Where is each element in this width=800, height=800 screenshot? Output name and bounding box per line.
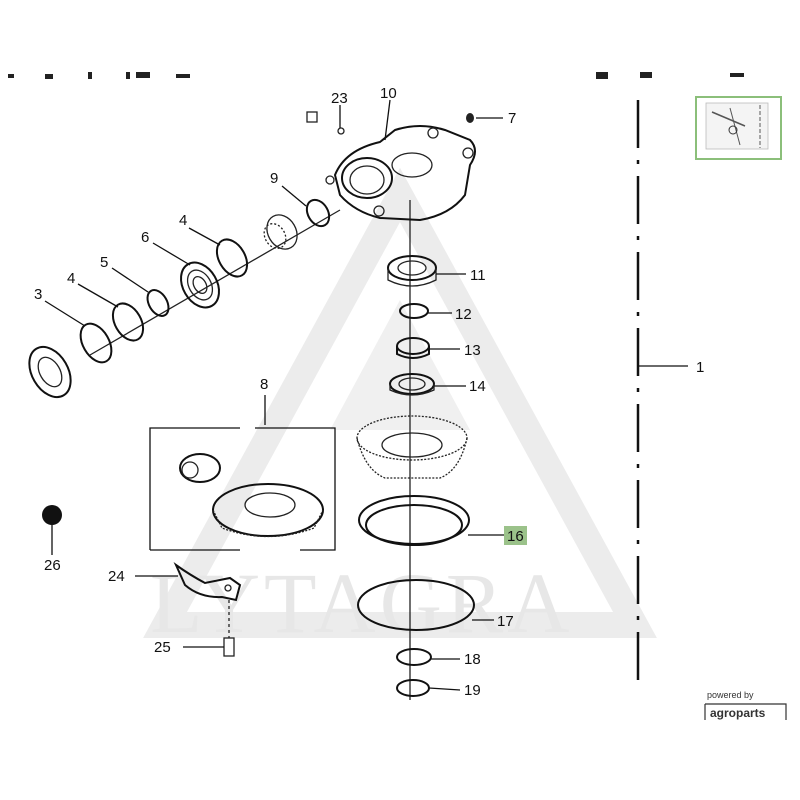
ring-5 — [146, 289, 170, 317]
gear-set-8 — [149, 395, 336, 551]
callout-25[interactable]: 25 — [154, 639, 171, 656]
leader-lines — [44, 99, 504, 691]
agroparts-badge[interactable]: powered by agroparts — [704, 690, 787, 720]
callout-7[interactable]: 7 — [508, 110, 516, 127]
pinion-gear — [263, 214, 298, 250]
callout-26[interactable]: 26 — [44, 557, 61, 574]
callout-1[interactable]: 1 — [696, 359, 704, 376]
callout-12[interactable]: 12 — [455, 306, 472, 323]
ring-18 — [396, 648, 432, 666]
seal-9 — [305, 198, 331, 228]
gearbox-housing — [325, 125, 476, 222]
bearing-19 — [396, 679, 430, 697]
callout-14[interactable]: 14 — [469, 378, 486, 395]
callout-4-lower[interactable]: 4 — [67, 270, 75, 287]
left-seal — [28, 345, 72, 399]
marker-26 — [42, 505, 62, 525]
highlight-16 — [504, 526, 527, 545]
callout-18[interactable]: 18 — [464, 651, 481, 668]
callout-8[interactable]: 8 — [260, 376, 268, 393]
bearing-6 — [180, 261, 220, 309]
callout-10[interactable]: 10 — [380, 85, 397, 102]
callout-5[interactable]: 5 — [100, 254, 108, 271]
callout-23[interactable]: 23 — [331, 90, 348, 107]
seal-14 — [389, 373, 435, 396]
crown-gear-large — [356, 415, 468, 479]
o-ring-17 — [357, 579, 475, 631]
callout-labels: 1 3 4 4 5 6 7 8 9 10 11 12 13 14 16 17 1… — [34, 85, 704, 699]
bearing-11 — [387, 255, 437, 287]
powered-by-text: powered by — [707, 690, 754, 700]
assembly-bracket-1 — [636, 100, 688, 690]
callout-6[interactable]: 6 — [141, 229, 149, 246]
callout-17[interactable]: 17 — [497, 613, 514, 630]
top-cropped-strip — [8, 72, 744, 79]
brand-text: agroparts — [710, 706, 766, 720]
bearing-13 — [396, 337, 430, 359]
overview-thumbnail[interactable] — [695, 96, 782, 160]
circlip-3 — [79, 322, 113, 364]
callout-9[interactable]: 9 — [270, 170, 278, 187]
callout-11[interactable]: 11 — [470, 267, 486, 284]
callout-4-upper[interactable]: 4 — [179, 212, 187, 229]
seal-16 — [358, 495, 470, 546]
ring-4-lower — [111, 302, 145, 342]
plug-7 — [466, 113, 474, 123]
plate-24 — [173, 562, 242, 602]
callout-16[interactable]: 16 — [507, 528, 524, 545]
bolt-23 — [306, 111, 345, 135]
watermark: LYTAGRA — [143, 167, 657, 651]
callout-24[interactable]: 24 — [108, 568, 125, 585]
ring-4-upper — [215, 238, 249, 278]
watermark-text: LYTAGRA — [150, 555, 573, 651]
callout-19[interactable]: 19 — [464, 682, 481, 699]
callout-13[interactable]: 13 — [464, 342, 481, 359]
ring-12 — [399, 303, 429, 319]
callout-3[interactable]: 3 — [34, 286, 42, 303]
